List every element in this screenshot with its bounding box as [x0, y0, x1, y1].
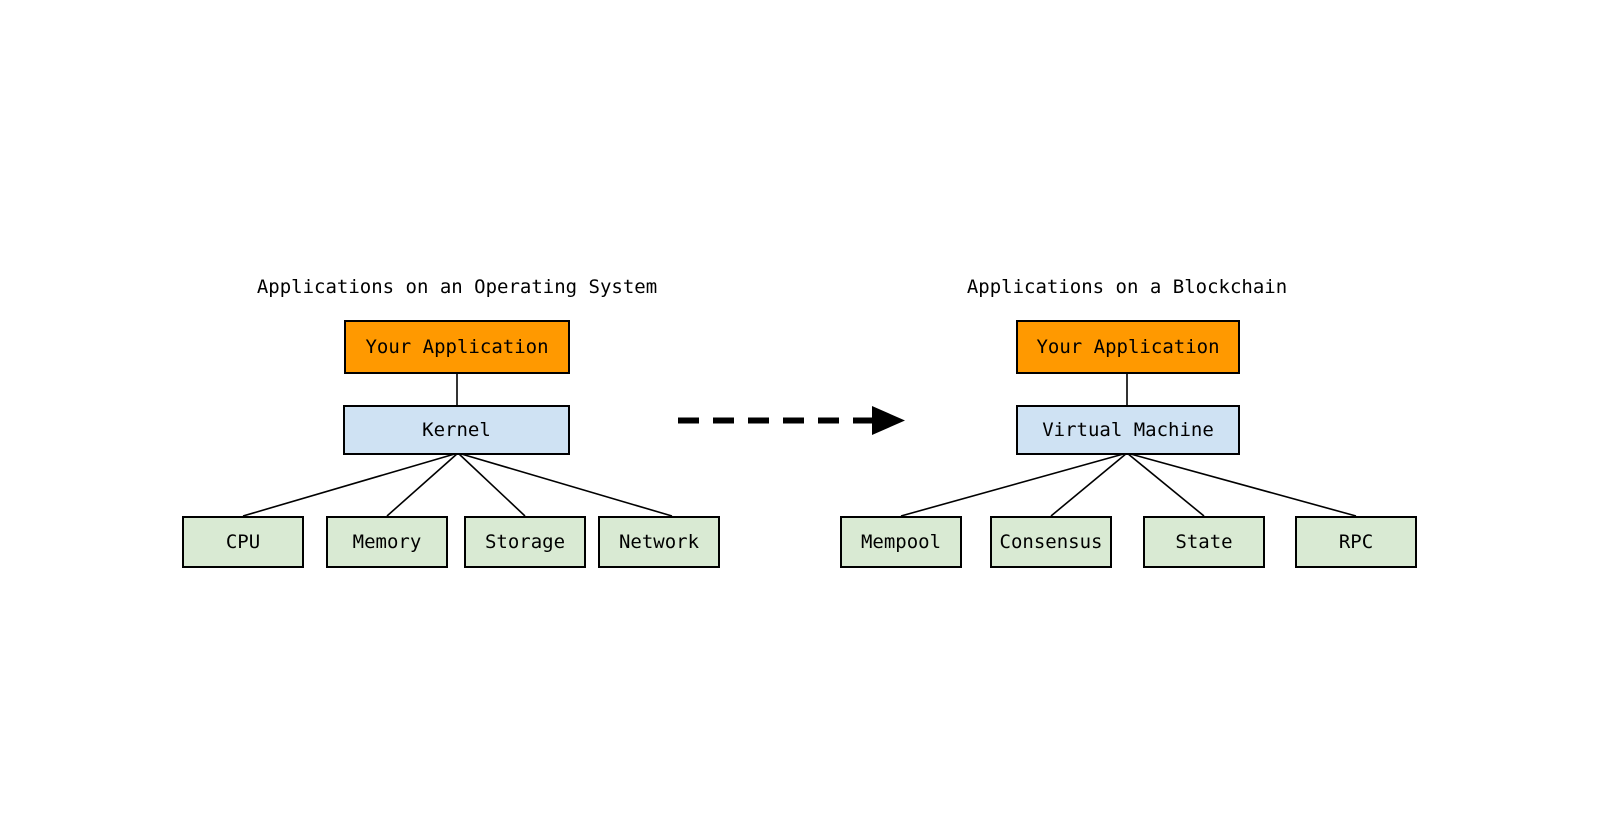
edge-kernel-to-network [457, 452, 673, 517]
left-panel-title: Applications on an Operating System [256, 276, 658, 298]
right-layer-node-virtual-machine[interactable]: Virtual Machine [1016, 405, 1240, 455]
edge-vm-to-state [1126, 452, 1205, 517]
edge-kernel-to-storage [457, 452, 526, 517]
edge-vm-to-rpc [1126, 452, 1357, 517]
left-application-node[interactable]: Your Application [344, 320, 570, 374]
right-leaf-node-consensus[interactable]: Consensus [990, 516, 1112, 568]
right-application-node[interactable]: Your Application [1016, 320, 1240, 374]
left-leaf-node-memory[interactable]: Memory [326, 516, 448, 568]
left-leaf-node-storage[interactable]: Storage [464, 516, 586, 568]
edge-kernel-to-cpu [242, 452, 459, 517]
left-leaf-node-cpu[interactable]: CPU [182, 516, 304, 568]
transition-arrow [678, 406, 905, 435]
edge-kernel-to-memory [386, 452, 459, 517]
right-panel-title: Applications on a Blockchain [966, 276, 1288, 298]
right-leaf-node-rpc[interactable]: RPC [1295, 516, 1417, 568]
right-leaf-node-mempool[interactable]: Mempool [840, 516, 962, 568]
left-leaf-node-network[interactable]: Network [598, 516, 720, 568]
edge-vm-to-consensus [1050, 452, 1128, 517]
right-leaf-node-state[interactable]: State [1143, 516, 1265, 568]
left-layer-node-kernel[interactable]: Kernel [343, 405, 570, 455]
edge-vm-to-mempool [900, 452, 1128, 517]
